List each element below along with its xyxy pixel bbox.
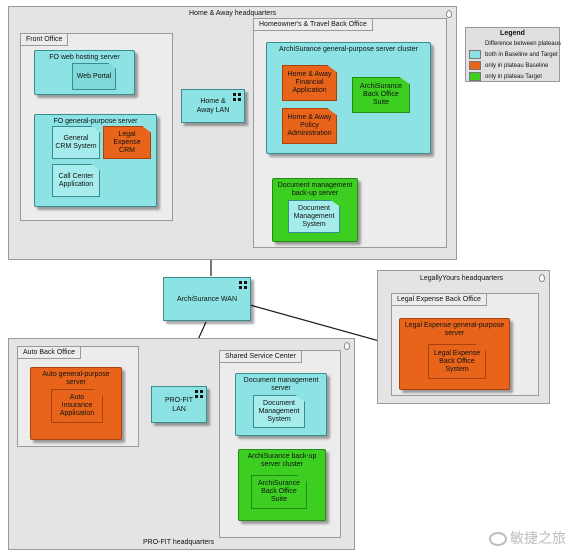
legend-swatch [469,72,481,81]
software-auto-insurance[interactable]: Auto Insurance Application [51,389,103,423]
line-wan-legal [249,304,402,348]
wechat-icon [489,532,507,547]
legend-item-baseline: only in plateau Baseline [469,61,548,70]
watermark: 敏捷之旅 [489,528,566,548]
network-icon [233,93,241,101]
node-title: Document management back-up server [277,182,353,197]
node-title: Auto general-purpose server [42,371,110,386]
software-web-portal[interactable]: Web Portal [72,63,116,90]
group-title: Legal Expense Back Office [392,294,487,306]
network-archisurance-wan[interactable]: ArchiSurance WAN [163,277,251,321]
software-dms-backup[interactable]: Document Management System [288,200,340,233]
software-ha-financial[interactable]: Home & Away Financial Application [282,65,337,101]
location-pin-icon [344,342,350,350]
node-title: ArchiSurance general-purpose server clus… [279,46,418,53]
software-ha-policy[interactable]: Home & Away Policy Administration [282,108,337,144]
software-legal-back-office-system[interactable]: Legal Expense Back Office System [428,344,486,379]
legend-swatch [469,61,481,70]
software-back-office-suite[interactable]: ArchiSurance Back Office Suite [352,77,410,113]
software-call-center[interactable]: Call Center Application [52,164,100,197]
network-pro-fit-lan[interactable]: PRO-FIT LAN [151,386,207,423]
location-title: Home & Away headquarters [189,10,277,17]
location-title: LegallyYours headquarters [420,275,504,282]
node-title: Document management server [243,377,319,392]
group-title: Homeowner's & Travel Back Office [254,19,373,31]
location-pin-icon [446,10,452,18]
software-back-office-suite-backup[interactable]: ArchiSurance Back Office Suite [251,475,307,509]
node-title: FO general-purpose server [53,118,138,125]
location-pin-icon [539,274,545,282]
location-title: PRO-FIT headquarters [143,539,215,546]
legend-header: Difference between plateaus [485,41,561,48]
software-dms[interactable]: Document Management System [253,395,305,428]
node-title: ArchiSurance back-up server cluster [247,453,317,468]
software-general-crm[interactable]: General CRM System [52,126,100,159]
group-title: Auto Back Office [18,347,82,359]
legend: Legend Difference between plateaus both … [465,27,561,82]
node-title: FO web hosting server [49,54,120,61]
node-title: Legal Expense general-purpose server [404,322,505,337]
network-icon [195,390,203,398]
software-legal-expense-crm[interactable]: Legal Expense CRM [103,126,151,159]
group-title: Shared Service Center [220,351,302,363]
legend-item-baseline-target: both in Baseline and Target [469,50,558,59]
legend-title: Legend [500,30,525,37]
network-home-away-lan[interactable]: Home & Away LAN [181,89,245,123]
group-title: Front Office [21,34,69,46]
network-icon [239,281,247,289]
legend-item-target: only in plateau Target [469,72,542,81]
legend-swatch [469,50,481,59]
